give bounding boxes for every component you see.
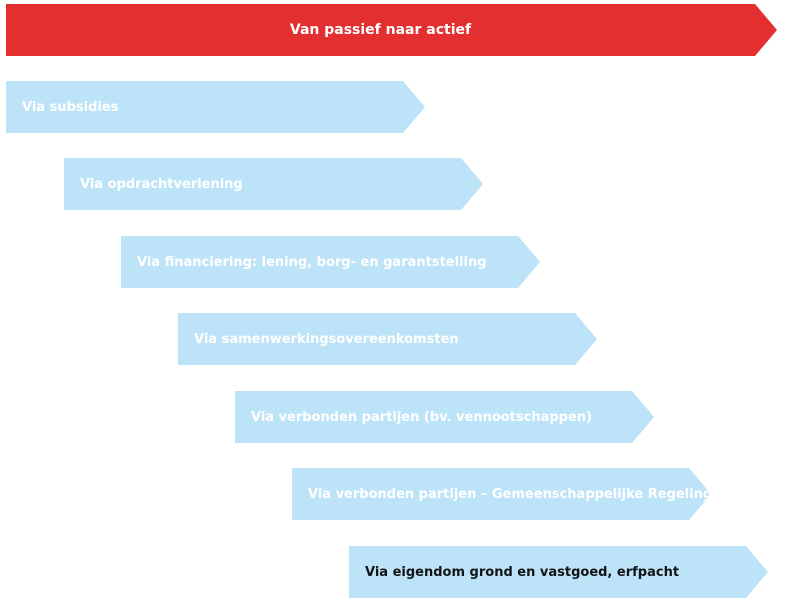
step-arrow-verbonden-partijen: Via verbonden partijen (bv. vennootschap…	[235, 391, 654, 443]
step-label: Via samenwerkingsovereenkomsten	[194, 331, 459, 347]
step-arrow-samenwerkingsovereenkomsten: Via samenwerkingsovereenkomsten	[178, 313, 597, 365]
step-label: Via verbonden partijen – Gemeenschappeli…	[308, 486, 731, 502]
step-label: Via financiering: lening, borg- en garan…	[137, 254, 487, 270]
step-arrow-eigendom-grond: Via eigendom grond en vastgoed, erfpacht	[349, 546, 768, 598]
step-label: Via eigendom grond en vastgoed, erfpacht	[365, 564, 680, 580]
step-label: Via subsidies	[22, 99, 119, 115]
step-label: Via verbonden partijen (bv. vennootschap…	[251, 409, 592, 425]
header-arrow-label: Van passief naar actief	[289, 22, 472, 38]
step-arrow-financiering: Via financiering: lening, borg- en garan…	[121, 236, 540, 288]
step-arrow-opdrachtverlening: Via opdrachtverlening	[64, 158, 483, 210]
header-arrow: Van passief naar actief	[6, 4, 777, 56]
step-arrow-subsidies: Via subsidies	[6, 81, 425, 133]
step-arrow-gemeenschappelijke-regelingen: Via verbonden partijen – Gemeenschappeli…	[292, 468, 711, 520]
step-label: Via opdrachtverlening	[80, 176, 243, 192]
